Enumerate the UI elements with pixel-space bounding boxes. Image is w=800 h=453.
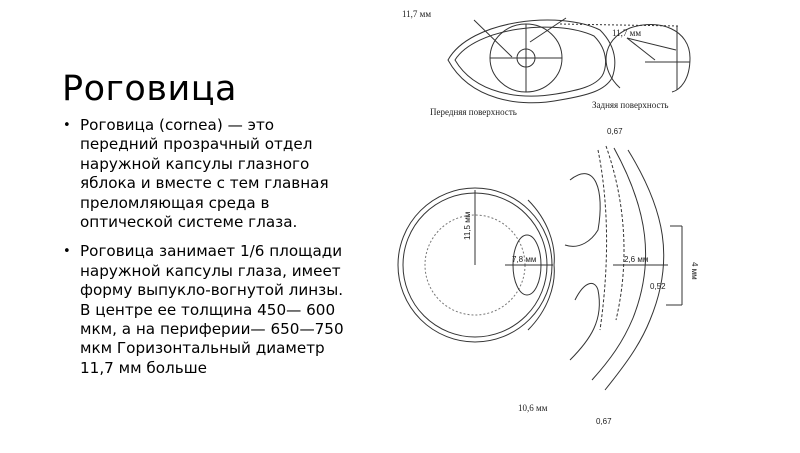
bullet-text: Роговица занимает 1/6 площади наружной к… xyxy=(80,242,344,377)
bullet-text: Роговица (cornea) — это передний прозрач… xyxy=(80,116,329,232)
label-thickness-bottom: 0,67 xyxy=(596,417,612,426)
label-top-right: 11,7 мм xyxy=(612,28,641,38)
label-height: 4 мм xyxy=(690,262,699,280)
cornea-diagram-svg: 11,7 мм 11,7 мм Передняя поверхность Зад… xyxy=(397,9,699,426)
label-depth: 2,6 мм xyxy=(624,255,648,264)
cornea-diagram: 11,7 мм 11,7 мм Передняя поверхность Зад… xyxy=(390,0,730,449)
label-top-left: 11,7 мм xyxy=(402,9,431,19)
bullet-dot-icon: • xyxy=(63,244,71,260)
label-thickness-top: 0,67 xyxy=(607,127,623,136)
label-radius: 11,5 мм xyxy=(463,212,472,240)
label-front-surface: Передняя поверхность xyxy=(430,107,517,117)
label-bottom-diameter: 10,6 мм xyxy=(518,403,548,413)
bullet-dot-icon: • xyxy=(63,118,71,133)
bullet-list: • Роговица (cornea) — это передний прозр… xyxy=(62,116,352,388)
label-center-thickness: 0,52 xyxy=(650,282,666,291)
label-back-surface: Задняя поверхность xyxy=(592,100,669,110)
slide-title: Роговица xyxy=(62,69,237,110)
label-chamber: 7,8 мм xyxy=(512,255,536,264)
bullet-item: • Роговица занимает 1/6 площади наружной… xyxy=(62,242,352,378)
bullet-item: • Роговица (cornea) — это передний прозр… xyxy=(62,116,352,232)
